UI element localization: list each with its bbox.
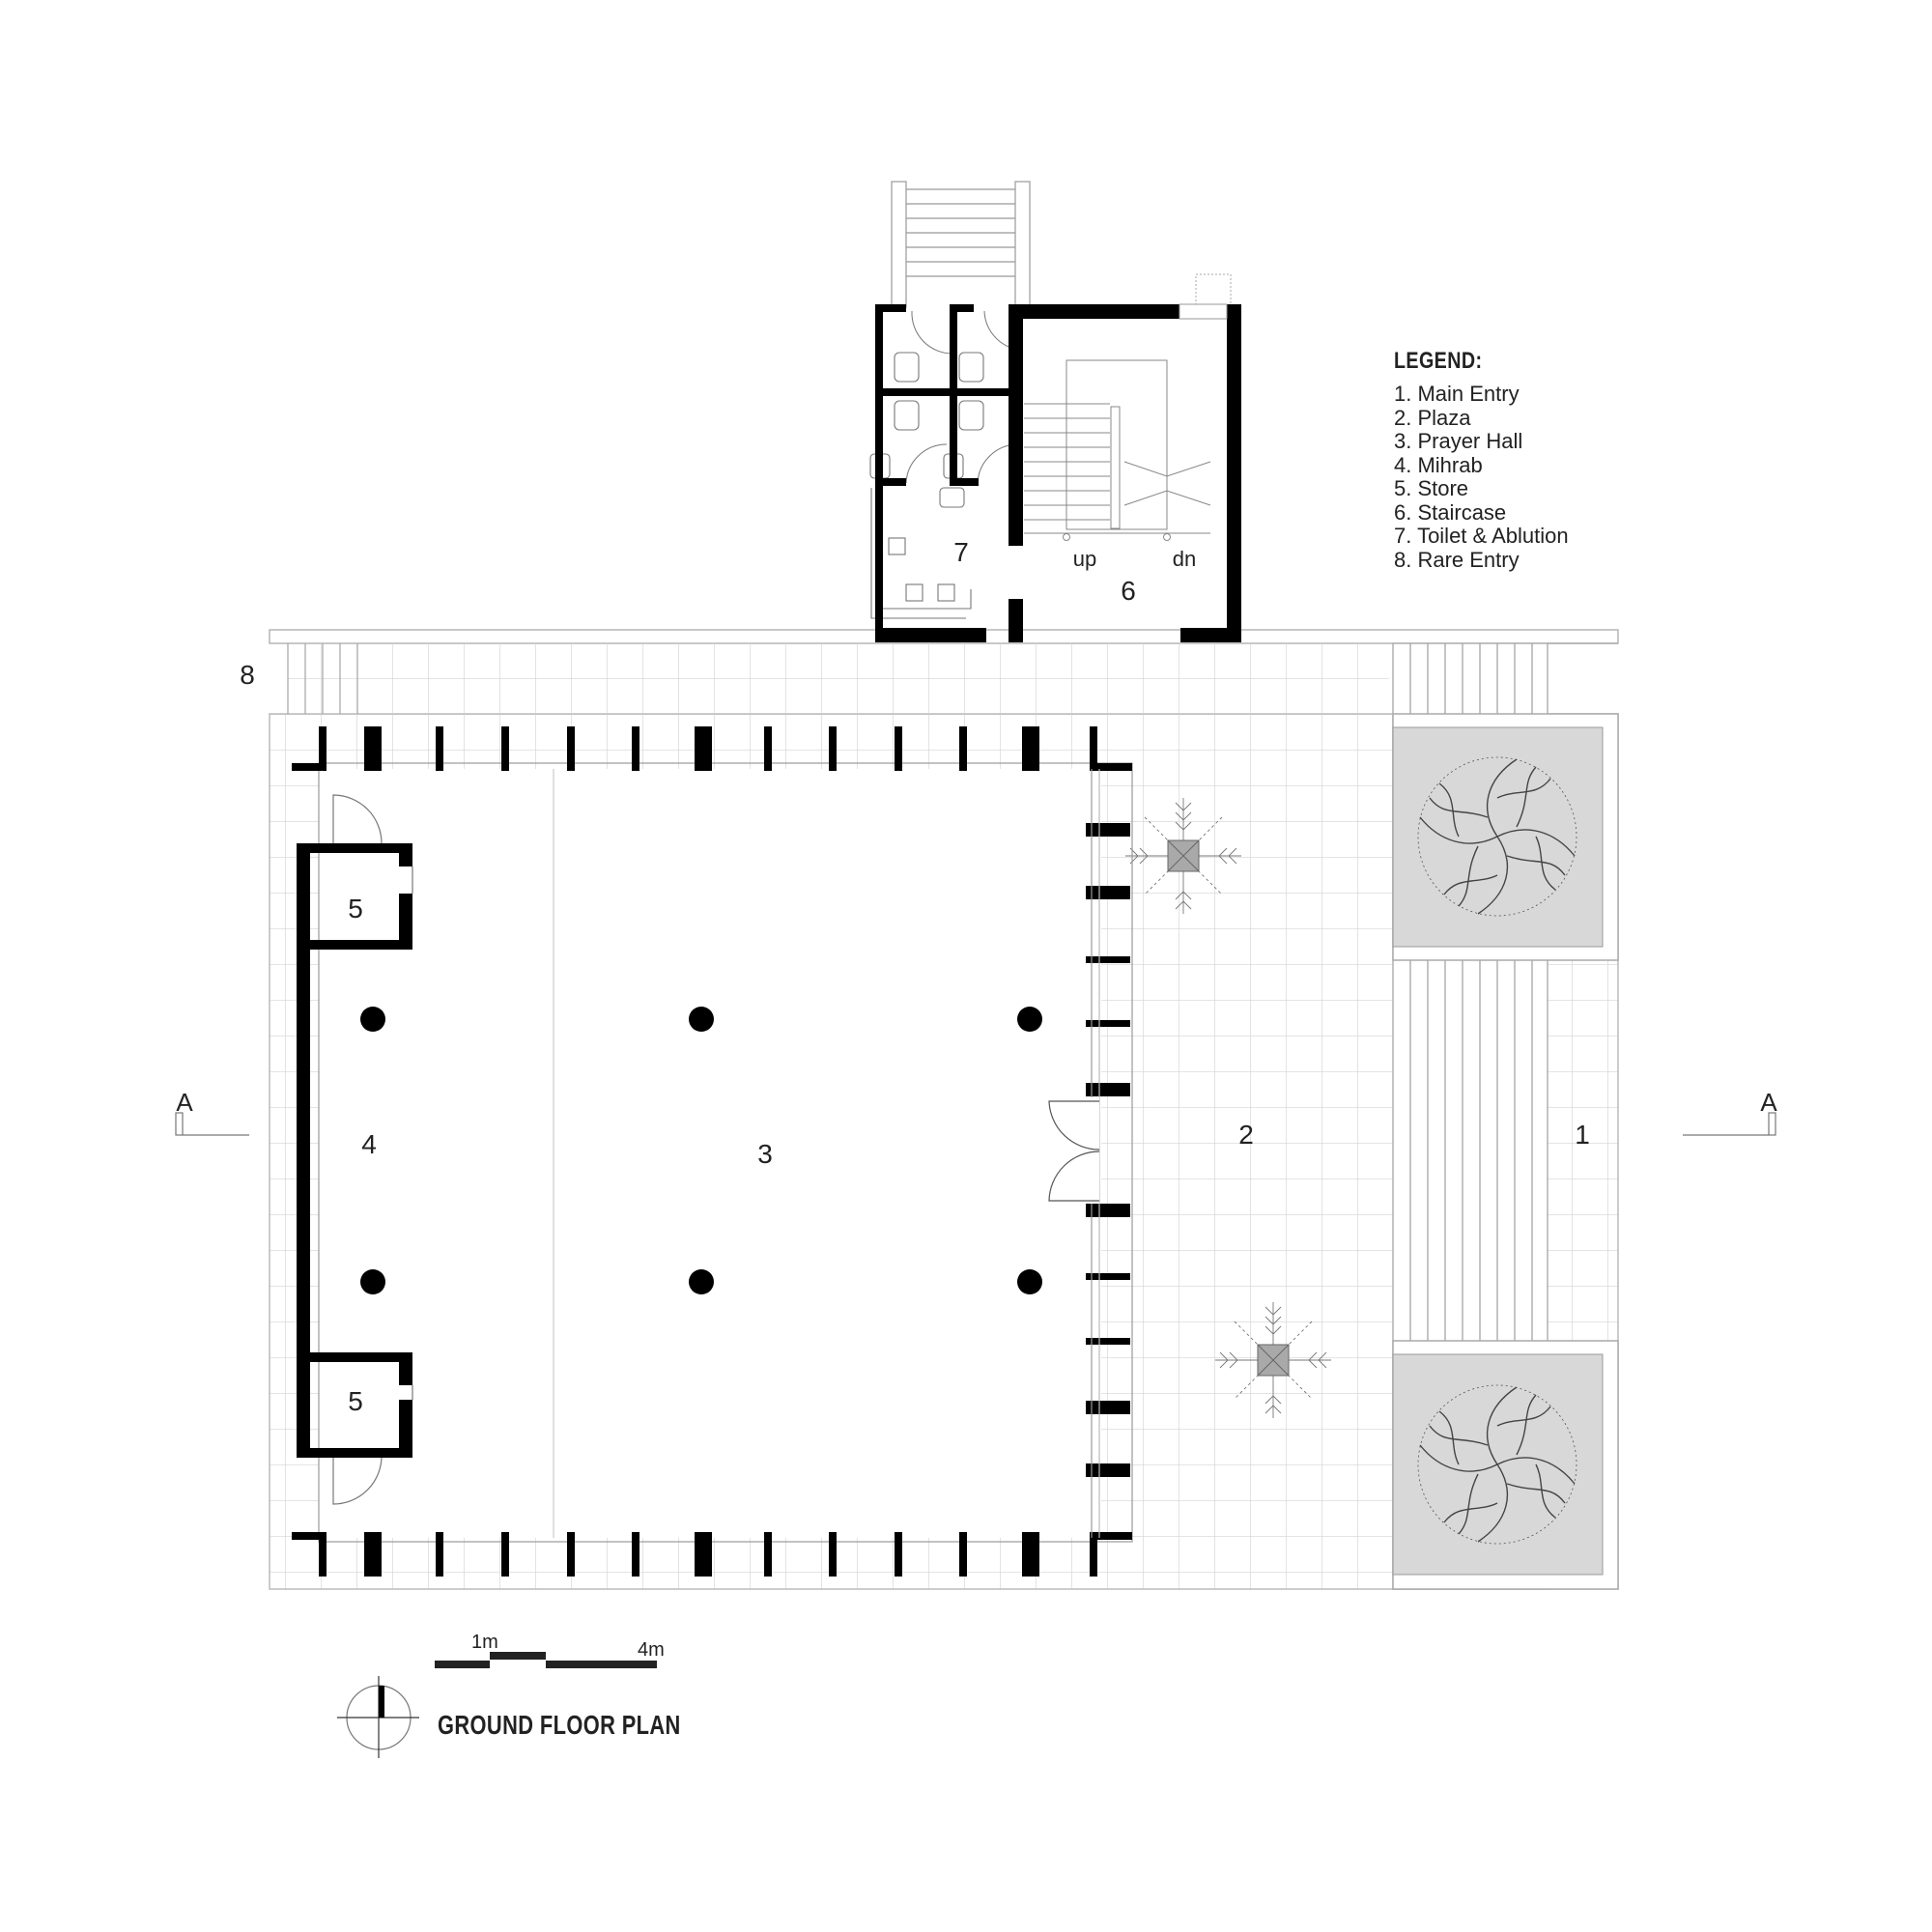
- north-arrow-icon: [337, 1676, 419, 1758]
- stair-down-label: dn: [1172, 547, 1197, 571]
- section-label-left: A: [176, 1088, 193, 1117]
- planter-top: [1392, 713, 1619, 961]
- section-label-right: A: [1760, 1088, 1777, 1117]
- room-number-staircase: 6: [1121, 576, 1136, 606]
- room-number-rear-entry: 8: [240, 660, 255, 690]
- legend-item: 8. Rare Entry: [1394, 547, 1520, 572]
- room-number-toilet: 7: [953, 537, 969, 567]
- scale-label-1m: 1m: [471, 1632, 498, 1653]
- scale-bar: [435, 1652, 657, 1668]
- room-number-store-top: 5: [348, 894, 363, 923]
- room-number-plaza: 2: [1238, 1120, 1254, 1150]
- legend-item: 7. Toilet & Ablution: [1394, 524, 1569, 548]
- legend-item: 2. Plaza: [1394, 405, 1471, 430]
- legend-item: 5. Store: [1394, 476, 1469, 500]
- planter-bottom: [1392, 1340, 1619, 1590]
- room-number-prayer-hall: 3: [757, 1139, 773, 1169]
- section-marker-left: [175, 1112, 249, 1136]
- legend-item: 6. Staircase: [1394, 499, 1507, 525]
- legend-item: 4. Mihrab: [1394, 452, 1483, 477]
- room-number-store-bottom: 5: [348, 1386, 363, 1416]
- drawing-title: GROUND FLOOR PLAN: [438, 1710, 681, 1740]
- room-number-mihrab: 4: [361, 1129, 377, 1159]
- section-marker-right: [1683, 1112, 1776, 1136]
- legend-item: 3. Prayer Hall: [1394, 429, 1523, 453]
- legend-title: LEGEND:: [1394, 348, 1483, 374]
- legend: LEGEND: 1. Main Entry 2. Plaza 3. Prayer…: [1394, 348, 1569, 572]
- room-number-main-entry: 1: [1575, 1120, 1590, 1150]
- legend-item: 1. Main Entry: [1394, 382, 1520, 406]
- main-door: [1048, 1097, 1100, 1204]
- prayer-hall-block: [292, 726, 1133, 1577]
- scale-label-4m: 4m: [638, 1639, 665, 1661]
- service-block: [869, 181, 1241, 642]
- stair-up-label: up: [1072, 547, 1097, 571]
